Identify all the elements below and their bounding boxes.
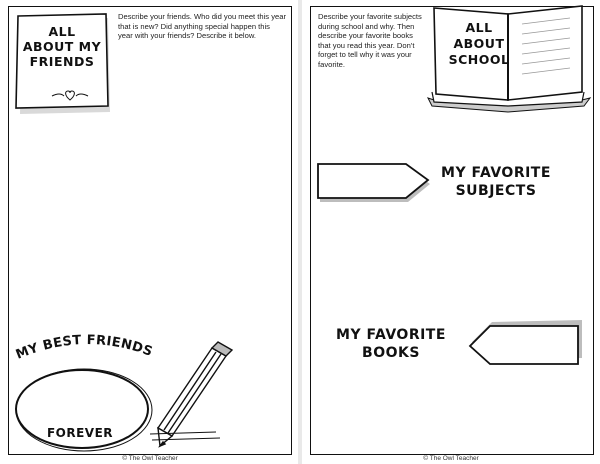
subjects-arrow-banner-icon: [317, 163, 430, 202]
forever-label: FOREVER: [46, 426, 114, 440]
best-friends-heading: MY BEST FRIENDS: [14, 333, 154, 363]
best-friends-oval: [15, 368, 153, 452]
right-page: Describe your favorite subjects during s…: [310, 5, 594, 462]
right-page-footer: © The Owl Teacher: [423, 455, 479, 462]
subjects-heading-line-1: MY FAVORITE: [441, 165, 551, 181]
books-arrow-banner-icon: [468, 320, 582, 365]
pencil-icon: [149, 341, 234, 448]
right-title-line-2: ABOUT: [453, 36, 505, 51]
books-heading: MY FAVORITE BOOKS: [326, 326, 456, 362]
left-title-line-3: FRIENDS: [29, 54, 95, 69]
subjects-heading: MY FAVORITE SUBJECTS: [436, 164, 556, 200]
title-sign: [15, 13, 110, 114]
left-page-title: ALL ABOUT MY FRIENDS: [16, 24, 108, 69]
books-heading-line-1: MY FAVORITE: [336, 327, 446, 343]
left-page: ALL ABOUT MY FRIENDS Describe your frien…: [8, 6, 292, 462]
left-page-footer: © The Owl Teacher: [122, 455, 178, 462]
left-title-line-2: ABOUT MY: [22, 39, 102, 54]
page-gutter: [298, 0, 302, 464]
right-title-line-1: ALL: [465, 20, 493, 35]
subjects-heading-line-2: SUBJECTS: [455, 183, 537, 199]
open-book-icon: [427, 5, 592, 113]
right-page-prompt: Describe your favorite subjects during s…: [318, 12, 422, 69]
left-title-line-1: ALL: [48, 24, 76, 39]
right-title-line-3: SCHOOL: [448, 52, 510, 67]
left-page-prompt: Describe your friends. Who did you meet …: [118, 12, 286, 41]
right-page-title: ALL ABOUT SCHOOL: [444, 20, 514, 68]
books-heading-line-2: BOOKS: [362, 345, 420, 361]
heart-doodle-icon: [51, 90, 89, 101]
